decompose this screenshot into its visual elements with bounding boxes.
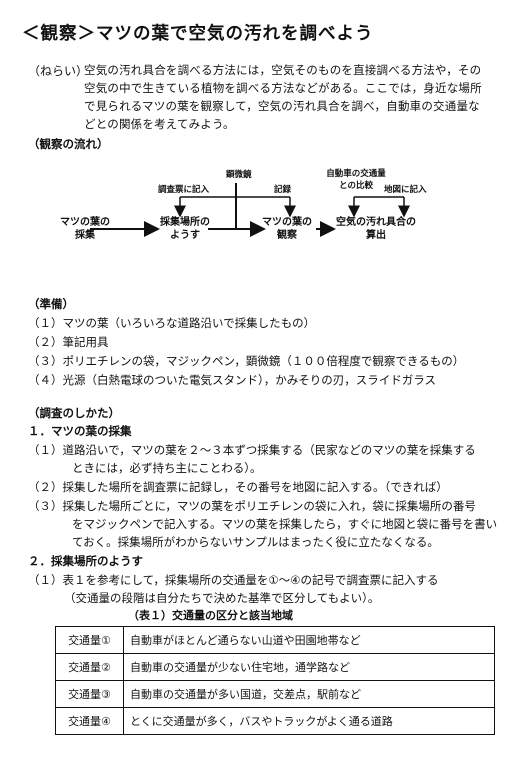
flow-box-line: 採集場所の: [160, 217, 210, 228]
traffic-level: 交通量①: [55, 626, 124, 654]
flow-box-line: 算出: [366, 230, 386, 241]
aim-line: 空気の中で生きている植物を調べる方法などがある。ここでは，身近な場所: [84, 81, 482, 95]
prep-item: （１）マツの葉（いろいろな道路沿いで採集したもの）: [28, 316, 316, 330]
table-row: 交通量② 自動車の交通量が少ない住宅地，通学路など: [55, 653, 495, 681]
aim-line: で見られるマツの葉を観察して，空気の汚れ具合を調べ，自動車の交通量な: [84, 99, 480, 113]
table-row: 交通量④ とくに交通量が多く，バスやトラックがよく通る道路: [55, 707, 495, 735]
flow-box-collect: マツの葉の 採集: [60, 216, 110, 242]
flow-box-line: ようす: [170, 230, 200, 241]
page-title: ＜観察＞マツの葉で空気の汚れを調べよう: [22, 24, 374, 44]
method-line: （１）表１を参考にして，採集場所の交通量を①～④の記号で調査票に記入する: [28, 573, 439, 587]
traffic-level: 交通量③: [55, 680, 124, 708]
flow-label-record: 記録: [274, 185, 292, 195]
table-row: 交通量① 自動車がほとんど通らない山道や田園地帯など: [55, 626, 495, 654]
flow-label-microscope: 顕微鏡: [226, 170, 252, 180]
method-section-title: １．マツの葉の採集: [28, 424, 132, 438]
flow-box-line: マツの葉の: [262, 217, 312, 228]
method-line: （交通量の段階は自分たちで決めた基準で区分してもよい）。: [64, 591, 380, 605]
prep-item: （４）光源（白熱電球のついた電気スタンド），かみそりの刃，スライドガラス: [28, 373, 437, 387]
traffic-level: 交通量②: [55, 653, 124, 681]
flow-label-map: 地図に記入: [384, 185, 427, 195]
method-line: ときには，必ず持ち主にことわる）。: [72, 461, 262, 475]
method-line: ておく。採集場所がわからないサンプルはまったく役に立たなくなる。: [72, 535, 439, 549]
method-line: （２）採集した場所を調査票に記録し，その番号を地図に記入する。（できれば）: [28, 480, 448, 494]
method-heading: （調査のしかた）: [28, 406, 120, 420]
traffic-table: 交通量① 自動車がほとんど通らない山道や田園地帯など 交通量② 自動車の交通量が…: [55, 626, 495, 735]
table-row: 交通量③ 自動車の交通量が多い国道，交差点，駅前など: [55, 680, 495, 708]
flow-heading: （観察の流れ）: [28, 137, 109, 151]
aim-line: 空気の汚れ具合を調べる方法には，空気そのものを直接調べる方法や，その: [84, 63, 482, 77]
aim-label: （ねらい）: [28, 64, 89, 78]
flow-box-calc: 空気の汚れ具合の 算出: [336, 216, 416, 242]
traffic-level: 交通量④: [55, 707, 124, 735]
prep-heading: （準備）: [28, 297, 74, 311]
flow-label-survey: 調査票に記入: [158, 185, 210, 195]
prep-item: （３）ポリエチレンの袋，マジックペン，顕微鏡（１００倍程度で観察できるもの）: [28, 354, 465, 368]
flow-box-observe: マツの葉の 観察: [262, 216, 312, 242]
method-line: （３）採集した場所ごとに，マツの葉をポリエチレンの袋に入れ，袋に採集場所の番号: [28, 499, 476, 513]
traffic-desc: 自動車の交通量が少ない住宅地，通学路など: [123, 653, 495, 681]
table-caption: （表１）交通量の区分と該当地域: [128, 609, 293, 622]
traffic-desc: 自動車がほとんど通らない山道や田園地帯など: [123, 626, 495, 654]
flow-box-line: 観察: [277, 230, 297, 241]
traffic-desc: とくに交通量が多く，バスやトラックがよく通る道路: [123, 707, 495, 735]
flow-box-line: マツの葉の: [60, 217, 110, 228]
method-section-title: ２．採集場所のようす: [28, 554, 143, 568]
flow-label-traffic: 自動車の交通量との比較: [326, 169, 386, 191]
traffic-desc: 自動車の交通量が多い国道，交差点，駅前など: [123, 680, 495, 708]
method-line: （１）道路沿いで，マツの葉を２～３本ずつ採集する（民家などのマツの葉を採集する: [28, 443, 476, 457]
flow-box-line: 空気の汚れ具合の: [336, 217, 416, 228]
flow-box-line: 採集: [75, 230, 95, 241]
prep-item: （２）筆記用具: [28, 335, 109, 349]
aim-line: どとの関係を考えてみよう。: [84, 117, 235, 131]
flow-box-site: 採集場所の ようす: [160, 216, 210, 242]
method-line: をマジックペンで記入する。マツの葉を採集したら，すぐに地図と袋に番号を書い: [72, 517, 498, 531]
